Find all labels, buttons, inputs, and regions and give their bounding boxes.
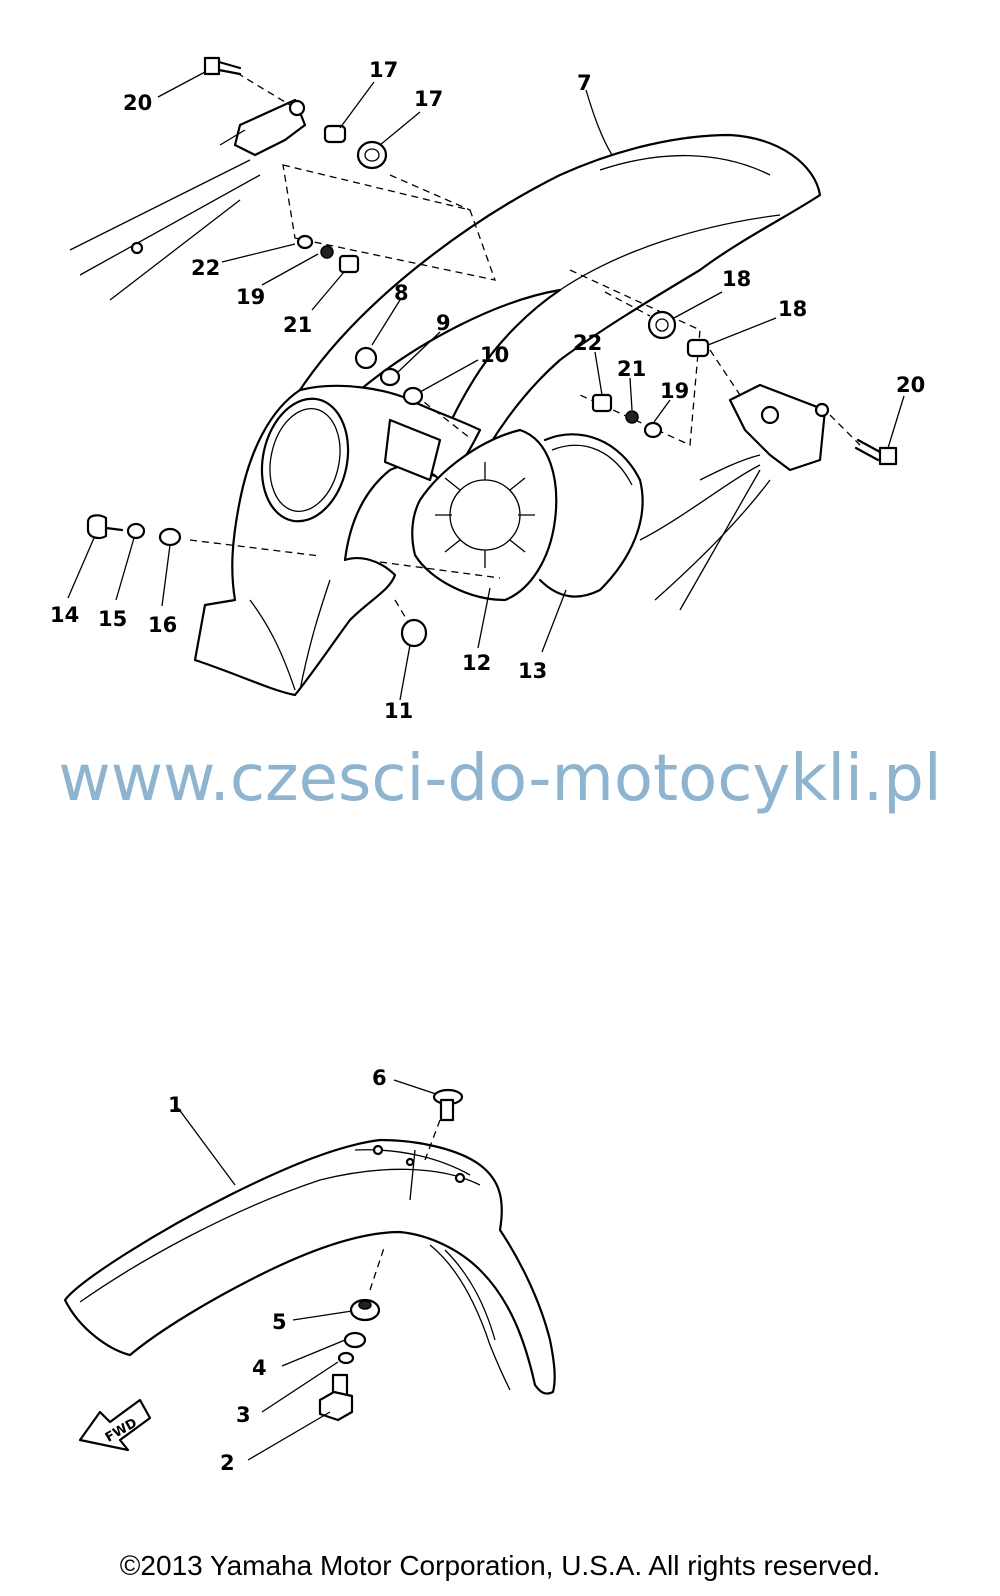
tail-light-gasket xyxy=(538,433,644,598)
callout-19: 22 xyxy=(191,256,220,280)
callout-11: 11 xyxy=(384,699,413,723)
right-stay-bracket xyxy=(728,383,830,472)
tail-light-base xyxy=(411,428,558,602)
callout-9: 9 xyxy=(436,311,451,335)
watermark-text: www.czesci-do-motocykli.pl xyxy=(58,742,942,816)
copyright-notice: ©2013 Yamaha Motor Corporation, U.S.A. A… xyxy=(119,1550,881,1581)
callout-21: 19 xyxy=(236,285,265,309)
callout-5: 5 xyxy=(272,1310,287,1334)
callout-19: 19 xyxy=(660,379,689,403)
callout-18: 18 xyxy=(778,297,807,321)
left-stay-bracket xyxy=(130,98,307,255)
callout-7: 7 xyxy=(577,71,592,95)
callout-labels: 20 17 17 7 22 19 21 8 9 10 18 18 22 21 1… xyxy=(50,58,925,1475)
callout-10: 10 xyxy=(480,343,509,367)
fwd-arrow-icon: FWD xyxy=(78,1398,152,1452)
callout-20: 20 xyxy=(896,373,925,397)
front-hardware xyxy=(318,1088,464,1422)
callout-1: 1 xyxy=(168,1093,183,1117)
callout-21: 21 xyxy=(617,357,646,381)
callout-17: 18 xyxy=(722,267,751,291)
callout-3: 3 xyxy=(236,1403,251,1427)
callout-6: 6 xyxy=(372,1066,387,1090)
callout-22: 22 xyxy=(573,331,602,355)
callout-17: 17 xyxy=(414,87,443,111)
callout-12: 12 xyxy=(462,651,491,675)
callout-18: 17 xyxy=(369,58,398,82)
callout-4: 4 xyxy=(252,1356,267,1380)
callout-20: 20 xyxy=(123,91,152,115)
rear-frame xyxy=(69,159,771,611)
callout-15: 15 xyxy=(98,607,127,631)
callout-22: 21 xyxy=(283,313,312,337)
leader-lines xyxy=(67,71,905,1461)
front-fender xyxy=(63,1138,556,1395)
callout-13: 13 xyxy=(518,659,547,683)
hardware-upper xyxy=(86,56,898,648)
callout-16: 16 xyxy=(148,613,177,637)
rear-fender xyxy=(193,133,822,697)
phantom-lines xyxy=(189,72,861,626)
callout-2: 2 xyxy=(220,1451,235,1475)
callout-14: 14 xyxy=(50,603,79,627)
callout-8: 8 xyxy=(394,281,409,305)
